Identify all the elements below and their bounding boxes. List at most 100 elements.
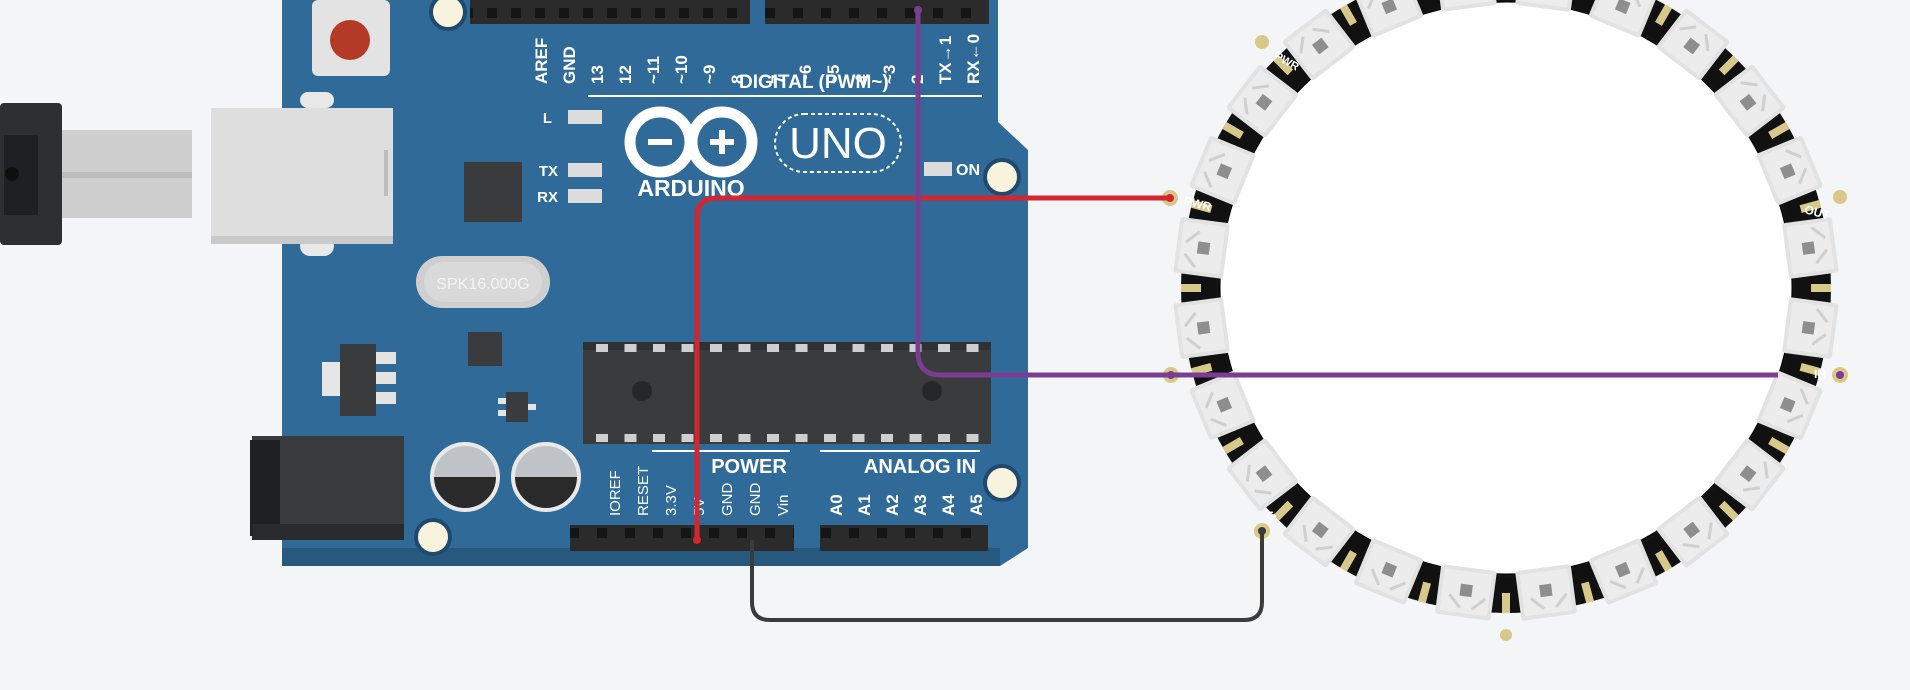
usb-cable[interactable] bbox=[0, 103, 192, 245]
chip-pin bbox=[624, 344, 637, 352]
power-pin-label: GND bbox=[747, 483, 764, 517]
chip-pin bbox=[881, 344, 893, 352]
capacitor bbox=[430, 442, 500, 512]
neopixel-led[interactable] bbox=[1435, 564, 1497, 621]
transistor bbox=[498, 392, 536, 422]
neopixel-led[interactable] bbox=[1713, 437, 1787, 512]
ring-capacitor bbox=[1418, 581, 1431, 603]
chip-pin bbox=[681, 344, 694, 352]
neopixel-led[interactable] bbox=[1353, 0, 1424, 38]
wire-5v-to-pwr[interactable] bbox=[694, 195, 1170, 540]
chip-pin bbox=[852, 434, 865, 442]
neopixel-led[interactable] bbox=[1782, 297, 1839, 359]
ring-capacitor bbox=[1273, 500, 1294, 521]
neopixel-led[interactable] bbox=[1588, 0, 1659, 38]
chip-pin bbox=[767, 434, 779, 442]
ring-capacitor bbox=[1655, 550, 1672, 572]
neopixel-led[interactable] bbox=[1588, 538, 1659, 606]
digital-pin-label: ~9 bbox=[700, 65, 719, 84]
chip-pin bbox=[881, 434, 893, 442]
pad-bottom bbox=[1500, 629, 1512, 641]
digital-pin-label: 8 bbox=[728, 75, 747, 84]
neopixel-led[interactable] bbox=[1756, 135, 1824, 206]
ring-capacitor bbox=[1502, 593, 1510, 613]
svg-text:ON: ON bbox=[956, 162, 980, 179]
chip-pin bbox=[653, 434, 665, 442]
digital-header-label: DIGITAL (PWM~) bbox=[739, 72, 889, 93]
analog-pin-label: A5 bbox=[967, 494, 986, 516]
chip-pin bbox=[938, 344, 950, 352]
neopixel-led[interactable] bbox=[1655, 495, 1730, 569]
neopixel-led[interactable] bbox=[1782, 217, 1839, 279]
dc-power-jack bbox=[250, 436, 404, 540]
wire-gnd-to-g[interactable] bbox=[750, 531, 1264, 622]
ring-capacitor bbox=[1799, 363, 1821, 376]
pad-out[interactable]: OUT bbox=[1803, 190, 1847, 223]
chip-pin bbox=[824, 344, 836, 352]
svg-text:OUT: OUT bbox=[1803, 202, 1832, 222]
power-header-label: POWER bbox=[711, 456, 787, 478]
voltage-regulator bbox=[322, 344, 396, 416]
chip-pin bbox=[795, 344, 808, 352]
neopixel-led[interactable] bbox=[1226, 64, 1300, 139]
chip-pin bbox=[938, 434, 950, 442]
chip-pin bbox=[909, 434, 922, 442]
power-pin-label: RESET bbox=[635, 466, 652, 516]
pad-in[interactable]: IN bbox=[1814, 367, 1848, 383]
neopixel-led[interactable] bbox=[1282, 495, 1357, 569]
analog-header-label: ANALOG IN bbox=[864, 456, 976, 478]
neopixel-led[interactable] bbox=[1189, 370, 1257, 441]
digital-pin-label: ~11 bbox=[644, 56, 663, 84]
arduino-uno-board[interactable]: SPK16.000G bbox=[211, 0, 1028, 566]
digital-header-right[interactable] bbox=[765, 0, 989, 24]
reset-button[interactable] bbox=[312, 0, 390, 76]
neopixel-led[interactable] bbox=[1756, 370, 1824, 441]
digital-pin-label: 13 bbox=[588, 65, 607, 84]
uno-badge: UNO bbox=[774, 113, 902, 173]
led-tx: TX bbox=[539, 163, 602, 180]
neopixel-ring[interactable]: PWR PWR G G OUT bbox=[1162, 0, 1848, 641]
neopixel-led[interactable] bbox=[1713, 64, 1787, 139]
mounting-hole bbox=[414, 518, 452, 556]
analog-pin-label: A4 bbox=[939, 494, 958, 516]
chip-pin bbox=[795, 434, 808, 442]
neopixel-led[interactable] bbox=[1173, 297, 1230, 359]
analog-pin-label: A0 bbox=[827, 494, 846, 516]
led-rx: RX bbox=[537, 189, 602, 206]
mounting-hole bbox=[429, 0, 467, 31]
neopixel-led[interactable] bbox=[1655, 8, 1730, 82]
led-l: L bbox=[543, 110, 602, 127]
crystal-label: SPK16.000G bbox=[436, 276, 529, 293]
neopixel-led[interactable] bbox=[1226, 437, 1300, 512]
chip-pin bbox=[966, 344, 979, 352]
chip-pin bbox=[596, 344, 608, 352]
digital-header-left[interactable] bbox=[470, 0, 750, 24]
chip-pin bbox=[824, 434, 836, 442]
usb-b-socket bbox=[211, 92, 393, 256]
neopixel-led[interactable] bbox=[1515, 564, 1577, 621]
power-pin-label: Vin bbox=[775, 495, 792, 516]
svg-text:IN: IN bbox=[1814, 367, 1826, 381]
power-pin-label: IOREF bbox=[607, 470, 624, 516]
neopixel-led[interactable] bbox=[1189, 135, 1257, 206]
chip-pin bbox=[596, 434, 608, 442]
svg-text:TX: TX bbox=[539, 163, 558, 180]
svg-text:L: L bbox=[543, 110, 552, 127]
digital-pin-label: ~10 bbox=[672, 55, 691, 84]
ring-capacitor bbox=[1768, 122, 1790, 139]
neopixel-led[interactable] bbox=[1282, 8, 1357, 82]
power-pin-label: GND bbox=[719, 483, 736, 517]
neopixel-led[interactable] bbox=[1173, 217, 1230, 279]
analog-pin-label: A1 bbox=[855, 494, 874, 516]
wire-pin2-to-in[interactable] bbox=[915, 8, 1778, 378]
analog-header[interactable] bbox=[820, 525, 988, 551]
chip-pin bbox=[852, 344, 865, 352]
ring-capacitor bbox=[1655, 4, 1672, 26]
neopixel-led[interactable] bbox=[1353, 538, 1424, 606]
ring-capacitor bbox=[1718, 55, 1739, 76]
power-header[interactable] bbox=[570, 525, 794, 551]
ring-capacitor bbox=[1273, 55, 1294, 76]
ring-capacitor bbox=[1799, 200, 1821, 213]
digital-pin-label: GND bbox=[560, 46, 579, 84]
